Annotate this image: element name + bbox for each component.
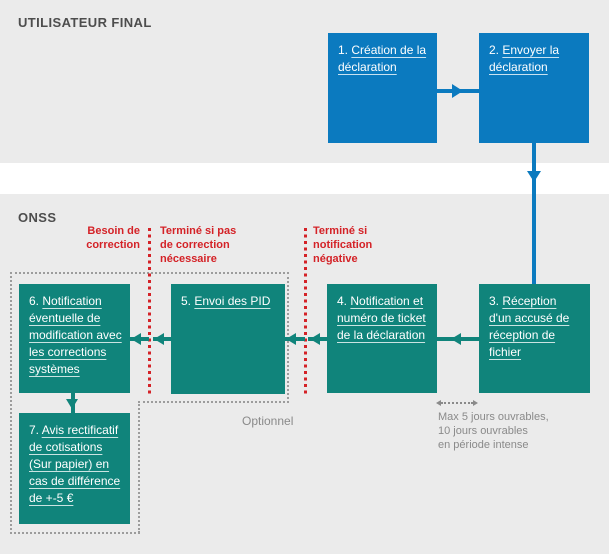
lane-user-label: UTILISATEUR FINAL: [18, 15, 152, 30]
step-1-link[interactable]: Création de la déclaration: [338, 43, 427, 74]
annotation-termine-si-notification-negative: Terminé si notification négative: [313, 225, 373, 265]
arrowhead-left-icon: [310, 333, 320, 345]
step-number: 6.: [29, 294, 40, 308]
step-4-notification-ticket-box: 4. Notification et numéro de ticket de l…: [327, 284, 437, 393]
step-5-envoi-pid-box: 5. Envoi des PID: [171, 284, 285, 394]
annotation-besoin-de-correction: Besoin de correction: [86, 225, 140, 251]
optional-region-outline-notch-bottom: [138, 401, 289, 403]
step-6-notification-modification-box: 6. Notification éventuelle de modificati…: [19, 284, 130, 393]
step-4-link[interactable]: Notification et numéro de ticket de la d…: [337, 294, 426, 342]
step-number: 1.: [338, 43, 349, 57]
step-6-link[interactable]: Notification éventuelle de modification …: [29, 294, 122, 376]
arrowhead-left-icon: [286, 333, 296, 345]
connector-step2-to-step3: [532, 143, 536, 284]
annotation-termine-si-pas-correction: Terminé si pas de correction nécessaire: [160, 225, 237, 265]
arrowhead-down-icon: [527, 171, 541, 182]
separator-correction-line: [148, 228, 151, 395]
arrowhead-left-small-icon: [436, 400, 441, 406]
arrowhead-left-icon: [131, 333, 141, 345]
step-7-avis-rectificatif-box: 7. Avis rectificatif de cotisations (Sur…: [19, 413, 130, 524]
step-2-envoyer-declaration-box: 2. Envoyer la déclaration: [479, 33, 589, 143]
optional-region-outline-notch-left: [138, 401, 140, 533]
lane-onss-label: ONSS: [18, 210, 57, 225]
annotation-optionnel: Optionnel: [242, 414, 294, 428]
optional-region-outline-bottom: [10, 532, 140, 534]
separator-notification-line: [304, 228, 307, 395]
step-5-link[interactable]: Envoi des PID: [194, 294, 271, 308]
step-number: 2.: [489, 43, 500, 57]
step-2-link[interactable]: Envoyer la déclaration: [489, 43, 560, 74]
step-number: 4.: [337, 294, 348, 308]
step-3-link[interactable]: Réception d'un accusé de réception de fi…: [489, 294, 570, 359]
arrowhead-left-icon: [154, 333, 164, 345]
step-number: 7.: [29, 423, 40, 437]
arrowhead-right-small-icon: [473, 400, 478, 406]
step-number: 3.: [489, 294, 500, 308]
arrowhead-right-icon: [452, 84, 463, 98]
step-number: 5.: [181, 294, 192, 308]
step-7-link[interactable]: Avis rectificatif de cotisations (Sur pa…: [29, 423, 121, 505]
arrowhead-down-icon: [66, 399, 78, 409]
annotation-max-delay: Max 5 jours ouvrables, 10 jours ouvrable…: [438, 411, 549, 451]
optional-region-outline-left: [10, 272, 12, 534]
step-1-creation-declaration-box: 1. Création de la déclaration: [328, 33, 437, 143]
delay-span-line: [441, 402, 473, 404]
step-3-reception-accuse-box: 3. Réception d'un accusé de réception de…: [479, 284, 590, 393]
arrowhead-left-icon: [451, 333, 461, 345]
